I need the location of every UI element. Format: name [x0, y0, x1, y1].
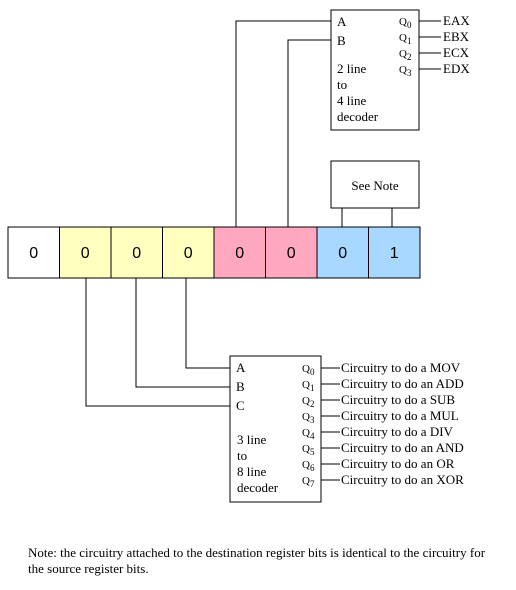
- bottom-decoder-box: [229, 355, 322, 503]
- top-q2-label: Q2: [399, 48, 411, 62]
- bottom-decoder-label-line-4: decoder: [237, 480, 279, 495]
- bottom-decoder-input-c: C: [236, 398, 245, 413]
- bit-value-6: 0: [338, 245, 347, 262]
- top-output-1: EBX: [443, 29, 470, 44]
- bit-cell-5: [265, 226, 318, 279]
- top-decoder-input-b: B: [337, 33, 346, 48]
- bottom-decoder-input-b: B: [236, 379, 245, 394]
- top-decoder-input-a: A: [337, 14, 347, 29]
- bottom-q3-label: Q3: [302, 411, 315, 425]
- bottom-q4-label: Q4: [302, 427, 315, 441]
- wire-bit3-to-bottom-a: [185, 278, 230, 369]
- top-decoder-outputs: Q0 EAX Q1 EBX Q2 ECX Q3 EDX: [399, 13, 470, 78]
- top-q0-label: Q0: [399, 16, 412, 30]
- bottom-q5-label: Q5: [302, 443, 315, 457]
- wire-bit4-to-top-a: [235, 20, 331, 227]
- bottom-q2-label: Q2: [302, 395, 314, 409]
- bit-value-5: 0: [287, 245, 296, 262]
- bit-value-4: 0: [235, 245, 244, 262]
- bit-cell-7: [368, 226, 421, 279]
- top-decoder-label-line-4: decoder: [337, 109, 379, 124]
- bit-value-0: 0: [29, 245, 38, 262]
- top-decoder-label-line-3: 4 line: [337, 93, 366, 108]
- bottom-output-7: Circuitry to do an XOR: [341, 472, 464, 487]
- bottom-q6-label: Q6: [302, 459, 315, 473]
- top-q3-label: Q3: [399, 64, 412, 78]
- bottom-output-6: Circuitry to do an OR: [341, 456, 455, 471]
- bit-cell-3: [162, 226, 215, 279]
- top-output-3: EDX: [443, 61, 470, 76]
- footnote: Note: the circuitry attached to the dest…: [28, 545, 486, 576]
- bottom-decoder-label-line-2: to: [237, 448, 247, 463]
- see-note-label: See Note: [351, 178, 399, 193]
- wire-bit2-to-bottom-b: [135, 278, 230, 388]
- bit-cell-4: [213, 226, 266, 279]
- bottom-output-4: Circuitry to do a DIV: [341, 424, 454, 439]
- bit-value-1: 0: [81, 245, 90, 262]
- bottom-output-1: Circuitry to do an ADD: [341, 376, 464, 391]
- bottom-output-5: Circuitry to do an AND: [341, 440, 464, 455]
- bottom-q7-label: Q7: [302, 475, 315, 489]
- bit-value-2: 0: [132, 245, 141, 262]
- bottom-decoder-input-a: A: [236, 360, 246, 375]
- top-q1-label: Q1: [399, 32, 411, 46]
- bottom-q0-label: Q0: [302, 363, 315, 377]
- bit-register: 0 0 0 0 0 0 0 1: [7, 226, 421, 279]
- bottom-q1-label: Q1: [302, 379, 314, 393]
- wire-bit5-to-top-b: [287, 39, 331, 227]
- top-decoder-box: [330, 9, 420, 131]
- see-note-box: [330, 160, 420, 209]
- bit-value-3: 0: [184, 245, 193, 262]
- wire-bit1-to-bottom-c: [85, 278, 230, 407]
- bit-cell-0: [7, 226, 60, 279]
- bottom-output-3: Circuitry to do a MUL: [341, 408, 459, 423]
- bottom-output-2: Circuitry to do a SUB: [341, 392, 455, 407]
- bottom-decoder-label-line-3: 8 line: [237, 464, 266, 479]
- top-output-0: EAX: [443, 13, 470, 28]
- bottom-decoder-label-line-1: 3 line: [237, 432, 266, 447]
- top-decoder-label-line-2: to: [337, 77, 347, 92]
- top-decoder-label-line-1: 2 line: [337, 61, 366, 76]
- bit-cell-2: [110, 226, 163, 279]
- bit-cell-1: [59, 226, 112, 279]
- bit-value-7: 1: [390, 245, 399, 262]
- top-output-2: ECX: [443, 45, 470, 60]
- bottom-output-0: Circuitry to do a MOV: [341, 360, 461, 375]
